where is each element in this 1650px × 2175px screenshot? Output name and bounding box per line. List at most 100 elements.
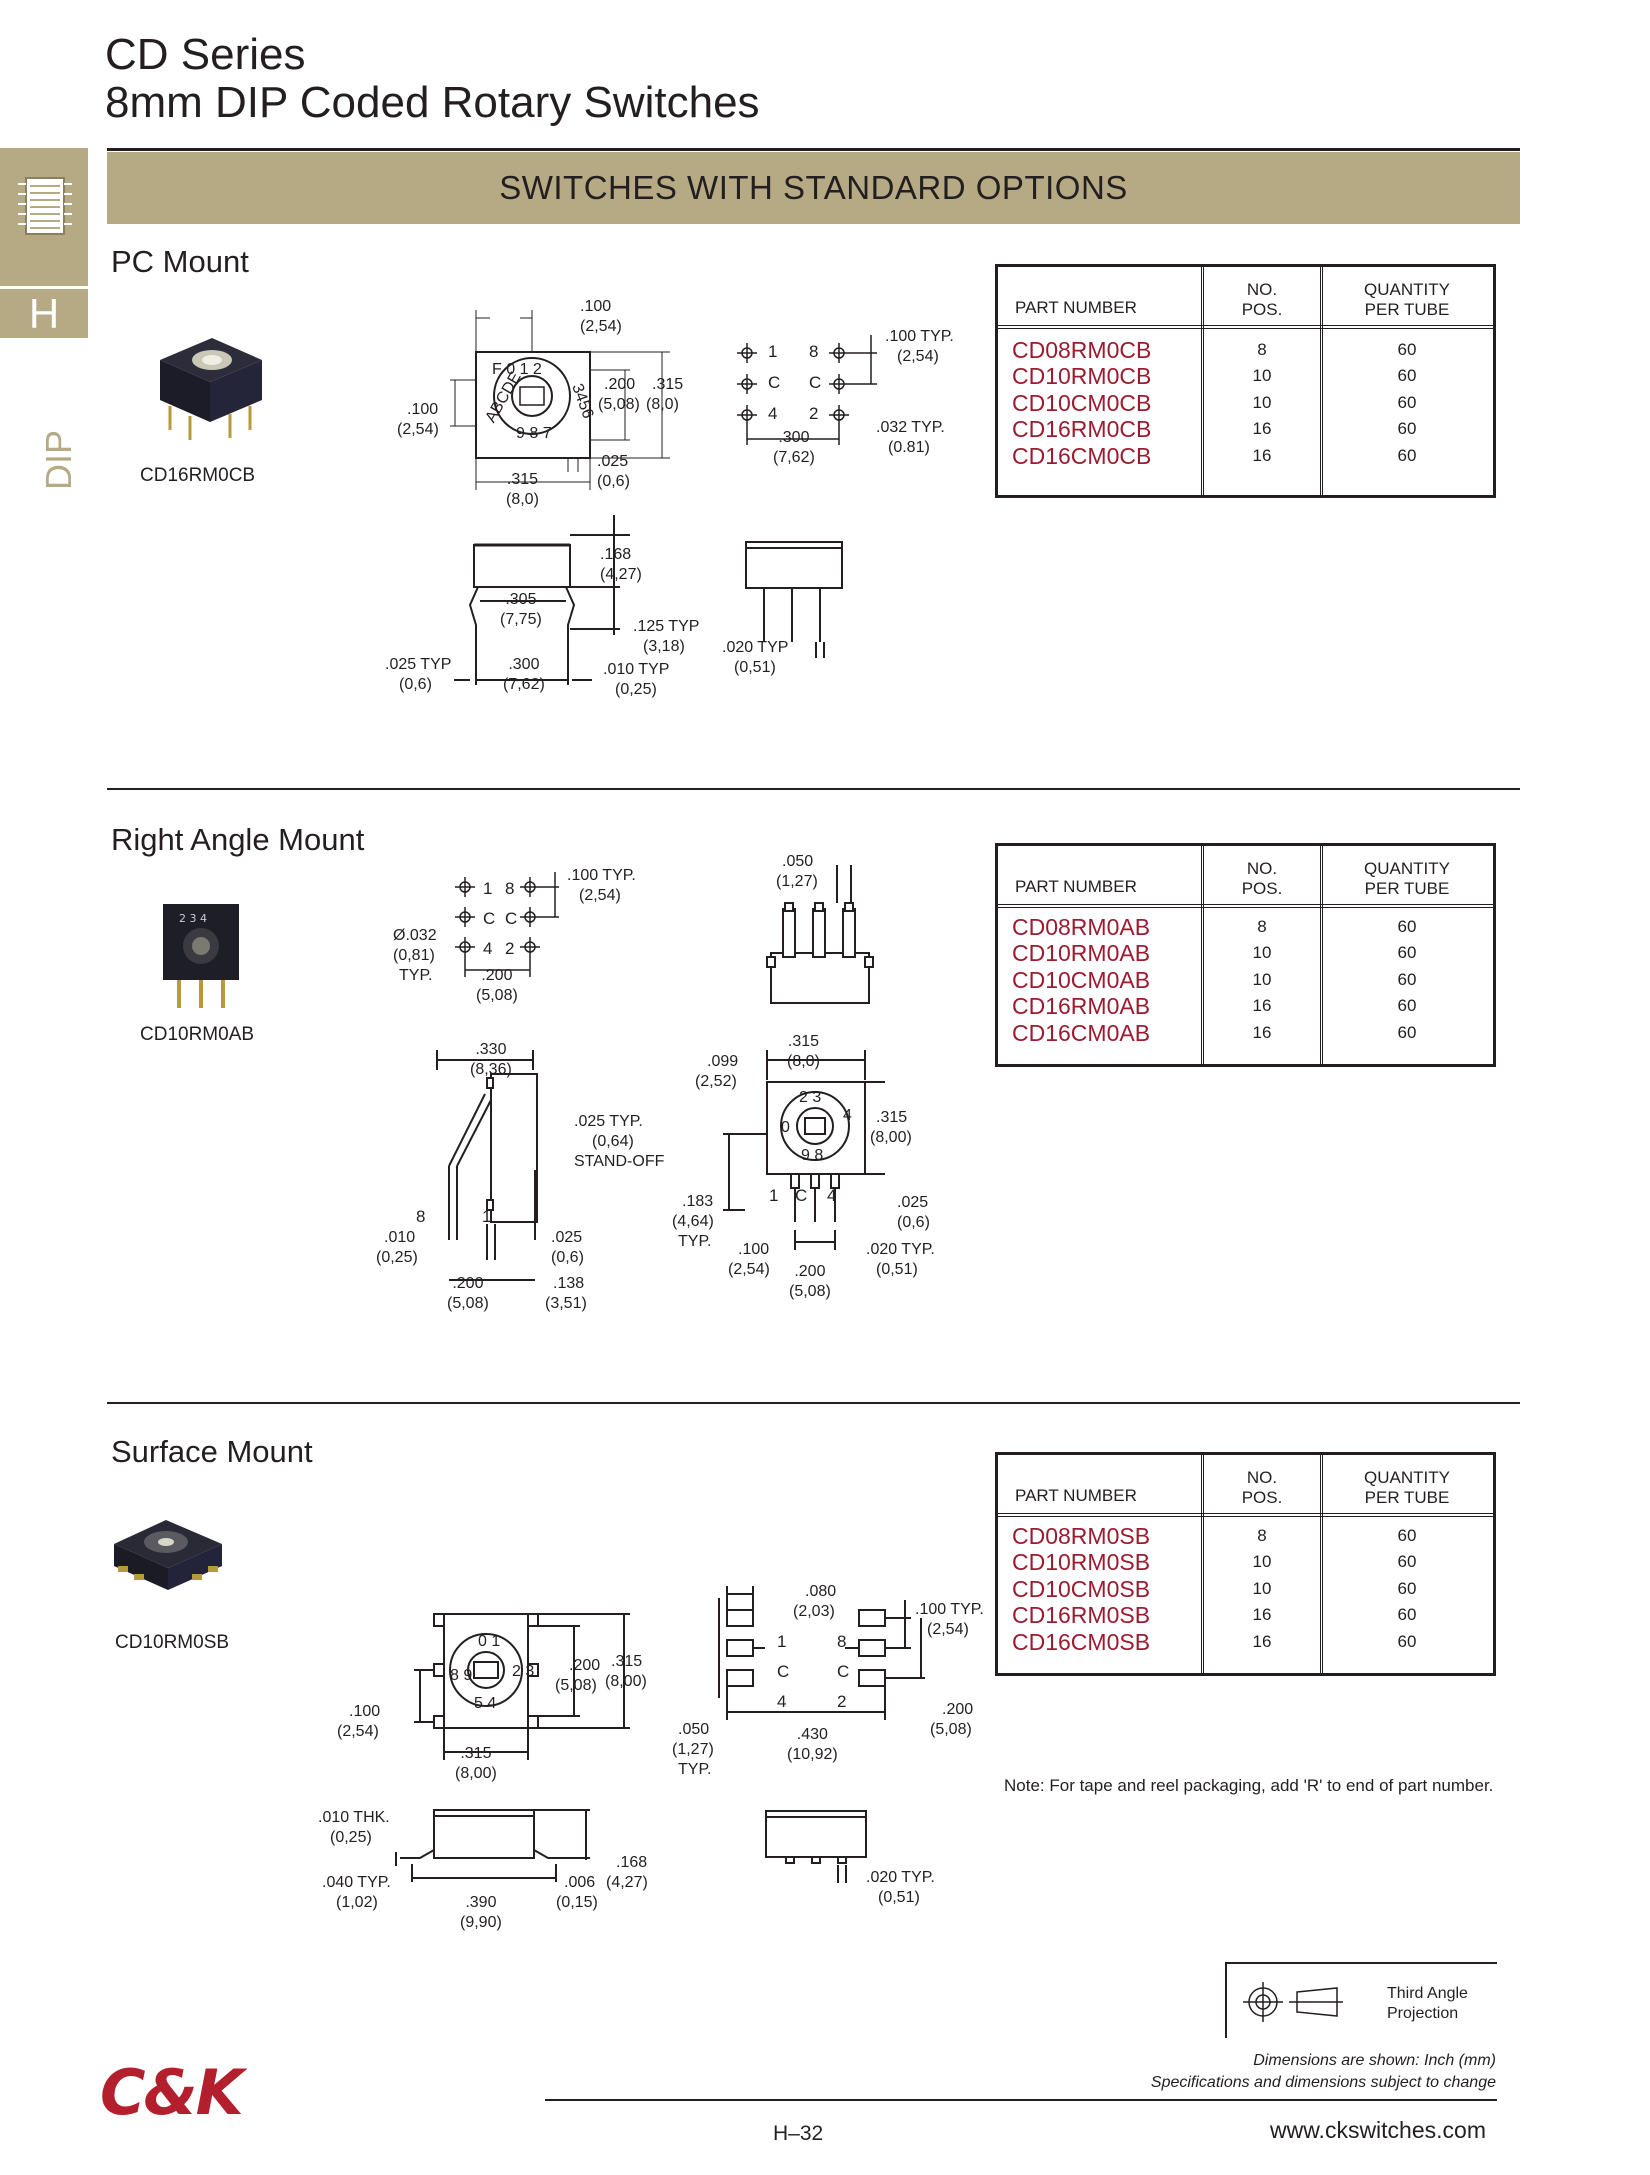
dim-mm: (0,6) bbox=[551, 1249, 584, 1266]
dim-mm: (0,25) bbox=[376, 1249, 418, 1266]
dim-mm: (4,27) bbox=[606, 1874, 648, 1891]
surface-mount-top-view-drawing: 0 1 8 9 2 3 5 4 bbox=[414, 1613, 630, 1760]
svg-text:2 3: 2 3 bbox=[799, 1089, 821, 1106]
table-col-divider bbox=[1201, 267, 1204, 495]
projection-line: Projection bbox=[1387, 2005, 1459, 2022]
dim-value: .010 TYP bbox=[603, 661, 670, 678]
pc-pin-c2: C bbox=[809, 373, 822, 392]
dim-value: .100 TYP. bbox=[885, 328, 954, 345]
svg-text:F 0 1 2: F 0 1 2 bbox=[492, 361, 542, 378]
dim-value: .390 bbox=[465, 1894, 497, 1911]
dim-mm: (7,75) bbox=[500, 611, 542, 628]
sidebar-vertical-label: DIP bbox=[38, 430, 80, 490]
sm-dim-315-bottom: .315 (8,00) bbox=[455, 1744, 497, 1784]
part-number-cell: CD10CM0AB bbox=[1012, 967, 1151, 993]
dim-mm: (0,25) bbox=[330, 1829, 372, 1846]
ra-dim-330: .330(8,36) bbox=[470, 1040, 512, 1080]
dim-mm: (4,64) bbox=[672, 1213, 714, 1230]
pos-cell: 16 bbox=[1252, 1023, 1272, 1042]
ra-dim-020typ: .020 TYP.(0,51) bbox=[866, 1240, 935, 1280]
pc-pin-4: 4 bbox=[768, 404, 778, 423]
part-number-cell: CD16CM0AB bbox=[1012, 1020, 1151, 1046]
dim-value: .315 bbox=[460, 1745, 492, 1762]
pos-cell: 16 bbox=[1252, 419, 1272, 438]
ra-pin-8: 8 bbox=[505, 879, 515, 898]
dim-value: .099 bbox=[707, 1053, 739, 1070]
qty-cell: 60 bbox=[1397, 446, 1417, 465]
ra-front-pin-1: 1 bbox=[769, 1186, 779, 1205]
product-photo-right-angle: 2 3 4 bbox=[163, 904, 239, 1008]
pos-cell: 16 bbox=[1252, 1605, 1272, 1624]
dim-mm: (0,51) bbox=[878, 1889, 920, 1906]
dim-mm: (8,00) bbox=[455, 1765, 497, 1782]
ra-pin-c2: C bbox=[505, 909, 518, 928]
sm-pad-c2: C bbox=[837, 1662, 850, 1681]
svg-text:9 8 7: 9 8 7 bbox=[516, 425, 552, 442]
dim-mm: (8,00) bbox=[605, 1673, 647, 1690]
dim-value: .315 bbox=[787, 1033, 820, 1050]
sm-dim-100typ: .100 TYP.(2,54) bbox=[915, 1600, 984, 1640]
part-number-cell: CD10CM0CB bbox=[1012, 390, 1152, 416]
qty-cell: 60 bbox=[1397, 1579, 1417, 1598]
dim-mm: (5,08) bbox=[555, 1677, 597, 1694]
section-title-pc-mount: PC Mount bbox=[111, 244, 249, 279]
dim-value: .020 TYP. bbox=[866, 1869, 935, 1886]
svg-text:4: 4 bbox=[843, 1107, 852, 1124]
header-part-number: PART NUMBER bbox=[1015, 1486, 1137, 1505]
right-angle-footprint-drawing bbox=[455, 872, 559, 977]
dim-value: .168 bbox=[600, 546, 632, 563]
header-no-pos: NO.POS. bbox=[1204, 280, 1320, 320]
dim-value: .200 bbox=[481, 967, 513, 984]
dim-mm: (4,27) bbox=[600, 566, 642, 583]
ra-dim-025typ: .025 TYP.(0,64)STAND-OFF bbox=[574, 1112, 664, 1172]
dim-value: .315 bbox=[611, 1653, 643, 1670]
pc-dim-300: .300(7,62) bbox=[773, 428, 815, 468]
dim-mm: (1,02) bbox=[336, 1894, 378, 1911]
table-header-rule bbox=[998, 1513, 1493, 1517]
website-link[interactable]: www.ckswitches.com bbox=[1270, 2117, 1486, 2143]
header-line: NO. bbox=[1246, 1468, 1278, 1487]
dim-mm: (5,08) bbox=[598, 396, 640, 413]
sm-pad-c1: C bbox=[777, 1662, 790, 1681]
dim-mm: (0.81) bbox=[888, 439, 930, 456]
pc-dim-300-side: .300(7,62) bbox=[503, 655, 545, 695]
header-line: PER TUBE bbox=[1364, 1488, 1450, 1507]
banner-text: SWITCHES WITH STANDARD OPTIONS bbox=[499, 169, 1128, 206]
dim-value: .315 bbox=[876, 1109, 908, 1126]
product-photo-pc-mount bbox=[160, 338, 262, 440]
dim-value: .050 bbox=[782, 853, 814, 870]
section-divider bbox=[107, 1402, 1520, 1404]
dim-value: .010 bbox=[384, 1229, 416, 1246]
header-line: NO. bbox=[1246, 859, 1278, 878]
pos-cell: 10 bbox=[1252, 970, 1272, 989]
dim-mm: (0,51) bbox=[734, 659, 776, 676]
right-angle-pin-view-drawing bbox=[766, 865, 874, 1004]
dim-mm: (8,36) bbox=[470, 1061, 512, 1078]
dim-value: .200 bbox=[452, 1275, 484, 1292]
pc-pin-8: 8 bbox=[809, 342, 819, 361]
dim-mm: (2,54) bbox=[728, 1261, 770, 1278]
section-banner: SWITCHES WITH STANDARD OPTIONS bbox=[107, 152, 1520, 224]
dim-value: .100 TYP. bbox=[567, 867, 636, 884]
ra-front-pin-c: C bbox=[795, 1186, 808, 1205]
pc-mount-footprint-drawing bbox=[737, 335, 877, 445]
pc-dim-200: .200(5,08) bbox=[598, 375, 640, 415]
pos-cell: 10 bbox=[1252, 366, 1272, 385]
pc-dim-025typ: .025 TYP(0,6) bbox=[385, 655, 451, 695]
dim-mm: (2,52) bbox=[695, 1073, 737, 1090]
ra-dim-100: .100(2,54) bbox=[728, 1240, 770, 1280]
dim-mm: (8,0) bbox=[787, 1053, 820, 1070]
dim-mm: (9,90) bbox=[460, 1914, 502, 1931]
dim-value: .040 TYP. bbox=[322, 1874, 391, 1891]
ra-dim-315-right: .315(8,00) bbox=[870, 1108, 912, 1148]
table-col-divider bbox=[1201, 846, 1204, 1064]
sidebar-divider bbox=[0, 286, 88, 289]
specifications-note: Specifications and dimensions subject to… bbox=[1150, 2074, 1496, 2091]
dim-value: .020 TYP. bbox=[866, 1241, 935, 1258]
sm-dim-168: .168(4,27) bbox=[606, 1853, 648, 1893]
dim-value: .430 bbox=[796, 1726, 828, 1743]
ra-dim-099: .099 (2,52) bbox=[695, 1052, 738, 1092]
sm-pad-8: 8 bbox=[837, 1632, 847, 1651]
